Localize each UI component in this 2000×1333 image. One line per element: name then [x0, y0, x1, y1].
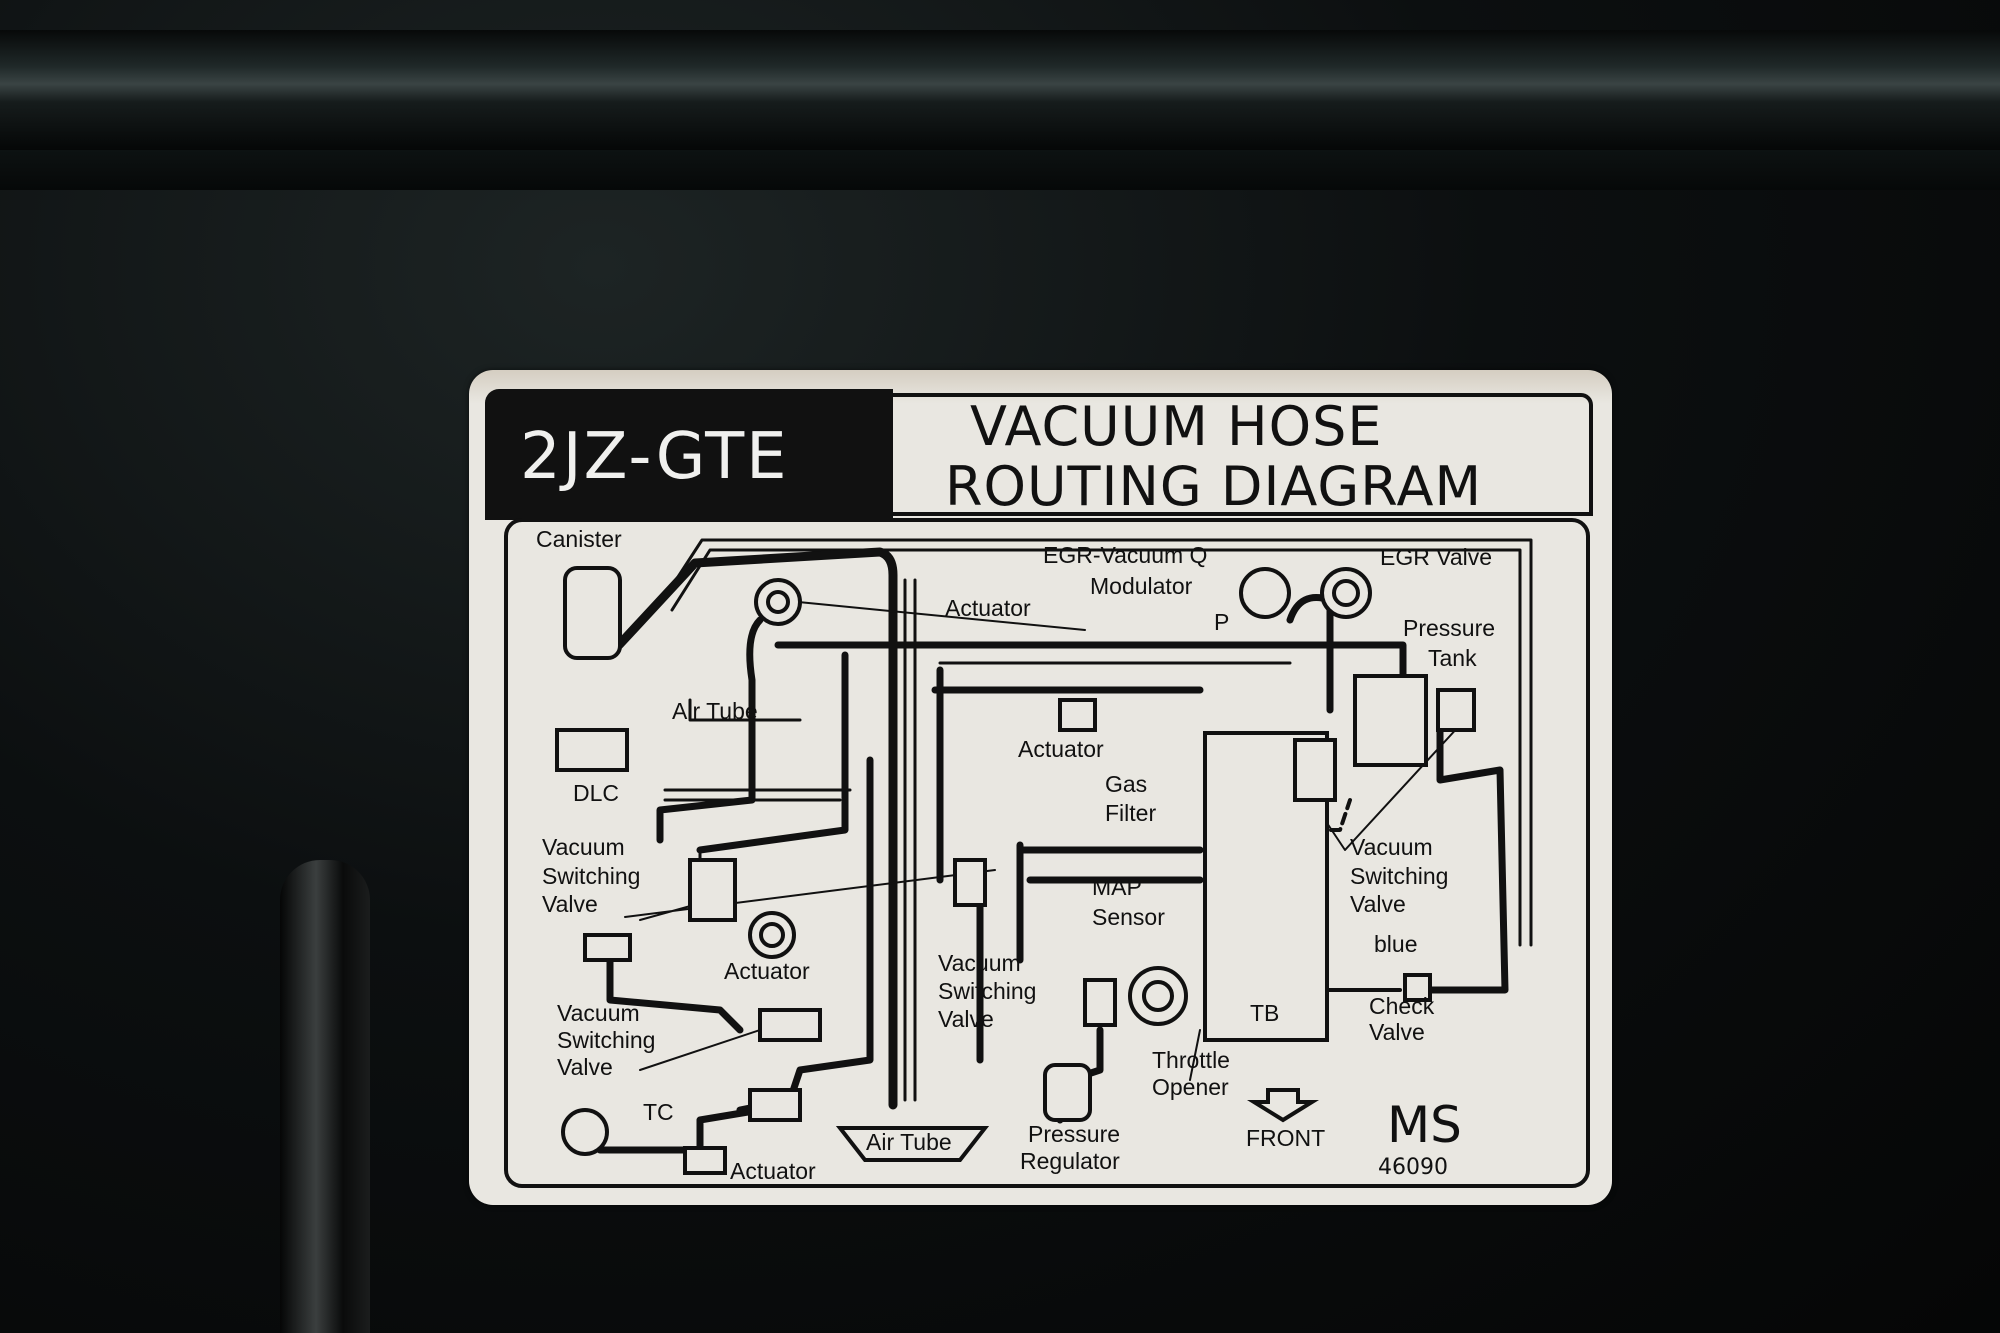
- leader-lines: [624, 599, 1461, 1081]
- label-vsv-low-3: Valve: [557, 1054, 613, 1080]
- vsv-low-1-shape: [758, 1008, 822, 1042]
- title-line-1: VACUUM HOSE: [970, 395, 1383, 458]
- hose-left-5: [606, 956, 744, 1034]
- pressure-regulator-shape: [1043, 1063, 1092, 1122]
- label-air-tube-bottom: Air Tube: [866, 1129, 952, 1155]
- label-map: MAP: [1092, 874, 1142, 900]
- label-vsv-right-2: Switching: [1350, 863, 1449, 889]
- label-p: P: [1214, 609, 1230, 635]
- label-actuator-top: Actuator: [945, 595, 1031, 621]
- label-vsv-left-2: Switching: [542, 863, 641, 889]
- label-tb: TB: [1250, 1000, 1280, 1026]
- label-sensor: Sensor: [1092, 904, 1165, 930]
- label-pressure: Pressure: [1403, 615, 1496, 641]
- label-throttle: Throttle: [1152, 1047, 1230, 1073]
- turbo-shape: [561, 1108, 609, 1156]
- label-pressure-regulator-1: Pressure: [1028, 1121, 1121, 1147]
- label-vsv-right-3: Valve: [1350, 891, 1406, 917]
- hose-left-3: [663, 788, 852, 802]
- label-vsv-low-2: Switching: [557, 1027, 656, 1053]
- label-front: FRONT: [1246, 1125, 1326, 1151]
- check-valve-shape: [1403, 973, 1432, 1002]
- label-vsv-mid-3: Valve: [938, 1006, 994, 1032]
- label-actuator-left: Actuator: [724, 958, 810, 984]
- label-egr-valve: EGR Valve: [1380, 544, 1493, 570]
- manufacturer-mark: MS: [1387, 1096, 1462, 1154]
- valve-left-shape: [583, 933, 632, 962]
- model-badge: [485, 389, 893, 520]
- hose-egr: [1286, 594, 1334, 714]
- label-tank: Tank: [1428, 645, 1477, 671]
- canister-shape: [563, 566, 622, 660]
- hose-mid: [976, 841, 1024, 1064]
- part-code: 46090: [1378, 1155, 1448, 1180]
- hose-air-tube: [903, 578, 917, 1102]
- label-vsv-left-1: Vacuum: [542, 834, 625, 860]
- hood-strut: [280, 860, 370, 1333]
- hose-right-1: [1406, 696, 1509, 994]
- title-box: [893, 393, 1593, 516]
- label-filter: Filter: [1105, 800, 1157, 826]
- label-gas: Gas: [1105, 771, 1148, 797]
- egr-modulator-shape: [1239, 567, 1291, 619]
- label-vsv-left-3: Valve: [542, 891, 598, 917]
- dlc-shape: [555, 728, 629, 772]
- hose-outer-b: [670, 548, 1522, 947]
- label-check: Check: [1369, 993, 1435, 1019]
- label-blue: blue: [1374, 931, 1418, 957]
- hose-h1: [774, 641, 1407, 684]
- label-air-tube-top: Air Tube: [672, 698, 758, 724]
- label-actuator-bottom: Actuator: [730, 1158, 816, 1184]
- map-sensor-shape: [1083, 978, 1117, 1027]
- label-pressure-regulator-2: Regulator: [1020, 1148, 1120, 1174]
- vsv-left-shape: [688, 858, 737, 922]
- front-arrow-icon: [1246, 1088, 1320, 1123]
- diagram-border: [504, 518, 1590, 1188]
- label-vsv-low-1: Vacuum: [557, 1000, 640, 1026]
- label-egr-vacuum: EGR-Vacuum Q: [1043, 542, 1208, 568]
- hood-shadow: [0, 150, 2000, 190]
- actuator-bottom-shape: [683, 1146, 727, 1175]
- actuator-mid-shape: [1058, 698, 1097, 732]
- label-actuator-mid: Actuator: [1018, 736, 1104, 762]
- engine-model: 2JZ-GTE: [520, 420, 789, 494]
- vsv-low-2-shape: [748, 1088, 802, 1122]
- vsv-right-shape: [1293, 738, 1337, 802]
- label-modulator: Modulator: [1090, 573, 1193, 599]
- air-tube-bottom-shape: [835, 1126, 990, 1162]
- hose-left-1: [656, 616, 764, 844]
- label-vsv-mid-1: Vacuum: [938, 950, 1021, 976]
- hose-left-2: [696, 651, 849, 854]
- vsv-mid-shape: [953, 858, 987, 907]
- hose-map: [1016, 846, 1204, 884]
- label-tc: TC: [643, 1099, 674, 1125]
- hose-canister: [614, 547, 898, 1110]
- vacuum-hose-label-sticker: [469, 370, 1612, 1205]
- title-line-2: ROUTING DIAGRAM: [945, 455, 1483, 518]
- label-opener: Opener: [1152, 1074, 1229, 1100]
- label-canister: Canister: [536, 526, 622, 552]
- pressure-tank-shape: [1353, 674, 1428, 767]
- label-vsv-mid-2: Switching: [938, 978, 1037, 1004]
- hood-edge: [0, 30, 2000, 150]
- label-valve: Valve: [1369, 1019, 1425, 1045]
- label-dlc: DLC: [573, 780, 620, 806]
- hose-tc: [596, 1106, 764, 1154]
- label-vsv-right-1: Vacuum: [1350, 834, 1433, 860]
